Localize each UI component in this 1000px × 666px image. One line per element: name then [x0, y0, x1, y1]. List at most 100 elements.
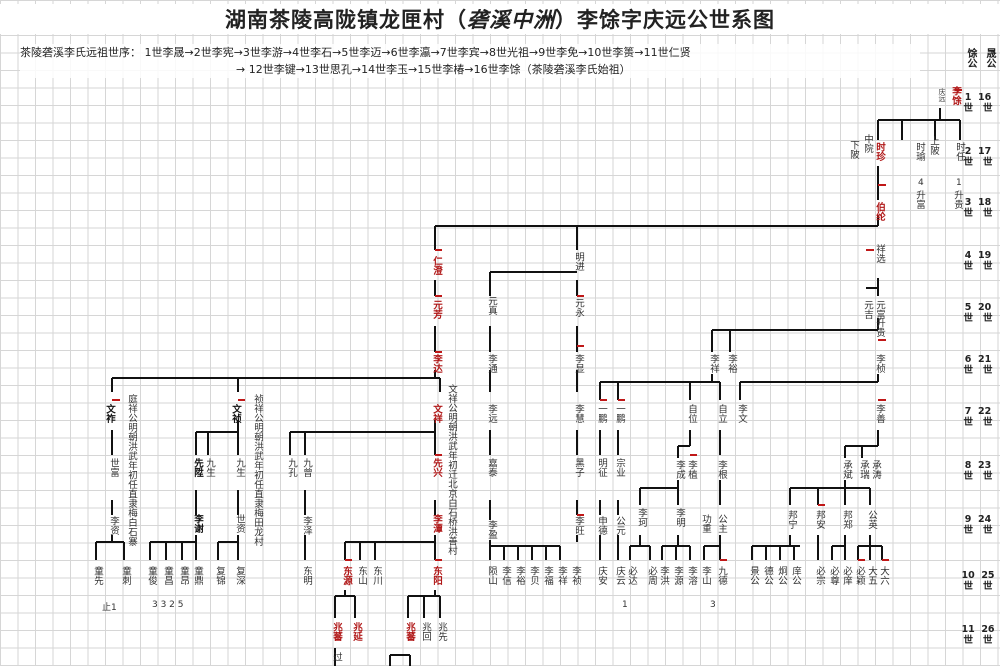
- g8-ming-zhen: 明征: [596, 458, 607, 477]
- g6-li-yu: 李裕: [726, 354, 737, 373]
- g6-li-tong: 李通: [486, 354, 497, 373]
- g10-dong-yuan: 东源: [341, 566, 352, 585]
- g6-li-xiang: 李祥: [708, 354, 719, 373]
- g9-bang-ning: 邦宁: [786, 510, 797, 529]
- g10-fu-jin: 复锦: [214, 566, 225, 585]
- g6-li-yong: 李显: [573, 354, 584, 373]
- g9-li-tan: 李潭: [431, 514, 442, 533]
- g10-bi-xiang: 必庠: [841, 566, 852, 585]
- footnote-2: 3 3 2 5: [152, 600, 184, 610]
- g9-li-wang: 李旺: [573, 516, 584, 535]
- g10-bi-shi: 必尊: [828, 566, 839, 585]
- g8-li-zhi: 李植: [686, 460, 697, 479]
- g10-fu-shen: 复深: [234, 566, 245, 585]
- g10-li-xin: 李信: [500, 566, 511, 585]
- g1-li-yu: 李馀: [950, 86, 961, 105]
- g10-tong-chang: 童昌: [162, 566, 173, 585]
- g5-yuan-ji: 元吉: [862, 300, 873, 319]
- g10-dong-shan: 东山: [356, 566, 367, 585]
- g7-wen-xiang: 文祥: [431, 404, 442, 423]
- g10-bi-zong: 必宗: [814, 566, 825, 585]
- g10-da-liu: 大六: [878, 566, 889, 585]
- g10-tong-xian: 童先: [92, 566, 103, 585]
- g10-tong-ci: 童刺: [120, 566, 131, 585]
- g4-ming-jin: 明进: [573, 252, 584, 271]
- g2-sheng-gui: 升贵: [952, 190, 963, 209]
- g10-li-yuan: 李源: [672, 566, 683, 585]
- g2-num-4: 4: [918, 178, 924, 188]
- g10-li-zhen: 李祯: [570, 566, 581, 585]
- g7-zi-li: 自立: [716, 404, 727, 423]
- g11-zhao-yan: 兆延: [351, 622, 362, 641]
- g8-xian-xing: 先兴: [431, 458, 442, 477]
- g8-cheng-tao: 承涛: [870, 460, 881, 479]
- g10-li-xiang: 李祥: [556, 566, 567, 585]
- g10-li-bei: 李贝: [528, 566, 539, 585]
- lineage-line-2: → 12世李键→13世思孔→14世李玉→15世李椿→16世李馀（茶陵砻溪李氏始祖…: [236, 63, 631, 76]
- g8-shi-fu: 世富: [108, 458, 119, 477]
- g4-ren-cheng: 仁澄: [431, 256, 442, 275]
- g7-li-wen: 李文: [736, 404, 747, 423]
- g11-zhao-fan-2: 兆蕃: [404, 622, 415, 641]
- g10-jiong-gong: 炯公: [776, 566, 787, 585]
- g9-li-zhu: 公主: [716, 514, 727, 533]
- g10-qing-yun: 庆云: [614, 566, 625, 585]
- g8-cheng-rui: 承瑞: [858, 460, 869, 479]
- g9-gong-ying: 公英: [866, 510, 877, 529]
- header-yu-gong: 馀公: [965, 48, 976, 68]
- g10-li-hong: 李洪: [658, 566, 669, 585]
- g8-jia-xiang: 嘉泰: [486, 458, 497, 477]
- chart-title: 湖南茶陵高陇镇龙匣村（砻溪中洲）李馀字庆远公世系图: [0, 4, 1000, 34]
- g8-jiu-zeng: 九曾: [301, 458, 312, 477]
- g5-yuan-fang: 元芳: [431, 300, 442, 319]
- g8-li-gen: 李根: [716, 460, 727, 479]
- g9-shen-de: 申德: [596, 516, 607, 535]
- footnote-1: 止1: [102, 603, 117, 613]
- g2-shiren: 时任: [954, 142, 965, 161]
- g7-li-shan: 李善: [874, 404, 885, 423]
- g8-jiu-kong: 九孔: [286, 458, 297, 477]
- lineage-line-1: 茶陵砻溪李氏远祖世序： 1世李晟→2世李宪→3世李游→4世李石→5世李迈→6世李…: [20, 46, 691, 59]
- g10-bi-da: 必达: [626, 566, 637, 585]
- g5-yuan-zhen: 元真: [486, 296, 497, 315]
- g7-yi-peng: 一鹏: [596, 404, 607, 423]
- g9-li-ze: 李泽: [301, 516, 312, 535]
- g10-jiu-de: 九德: [716, 566, 727, 585]
- g11-zhao-xian: 兆先: [436, 622, 447, 641]
- g7-wen-zuo: 文祚: [104, 404, 115, 423]
- g8-li-chen: 李成: [674, 460, 685, 479]
- g10-dong-ming: 东明: [301, 566, 312, 585]
- g9-li-ming: 李明: [674, 508, 685, 527]
- g2-num-1: 1: [956, 178, 962, 188]
- g11-zhao-hui: 兆回: [420, 622, 431, 641]
- g10-da-wu: 大五: [866, 566, 877, 585]
- g10-de-gong: 德公: [762, 566, 773, 585]
- g7-zi-wei: 自位: [686, 404, 697, 423]
- g7-ting-zhu-note: 庭祥公明朝洪武年初任直隶梅白石寨: [126, 394, 137, 546]
- g10-tong-ding: 童鼎: [192, 566, 203, 585]
- g7-li-yuan: 李远: [486, 404, 497, 423]
- g10-dong-yang: 东阳: [431, 566, 442, 585]
- g2-shiyu: 时瑜: [914, 142, 925, 161]
- g5-yuan-fu: 元富: [874, 300, 885, 319]
- g11-guo: 过: [331, 652, 342, 662]
- g8-li-gen-wen: 九生: [234, 458, 245, 477]
- g1-note: 庆远: [938, 88, 946, 102]
- g7-wen-zhen: 文祯: [230, 404, 241, 423]
- g2-shizhen: 时珍: [874, 142, 885, 161]
- g9-shi-zi: 世资: [234, 514, 245, 533]
- g9-gong-zhong: 功重: [700, 514, 711, 533]
- g9-bang-zheng: 邦郑: [841, 510, 852, 529]
- g7-li-hui: 李慧: [573, 404, 584, 423]
- g10-yun-shan: 陨山: [486, 566, 497, 585]
- g6-li-zhen: 李桢: [874, 354, 885, 373]
- g8-zhen-ye: 宗业: [614, 458, 625, 477]
- g9-li-ying: 李盈: [486, 520, 497, 539]
